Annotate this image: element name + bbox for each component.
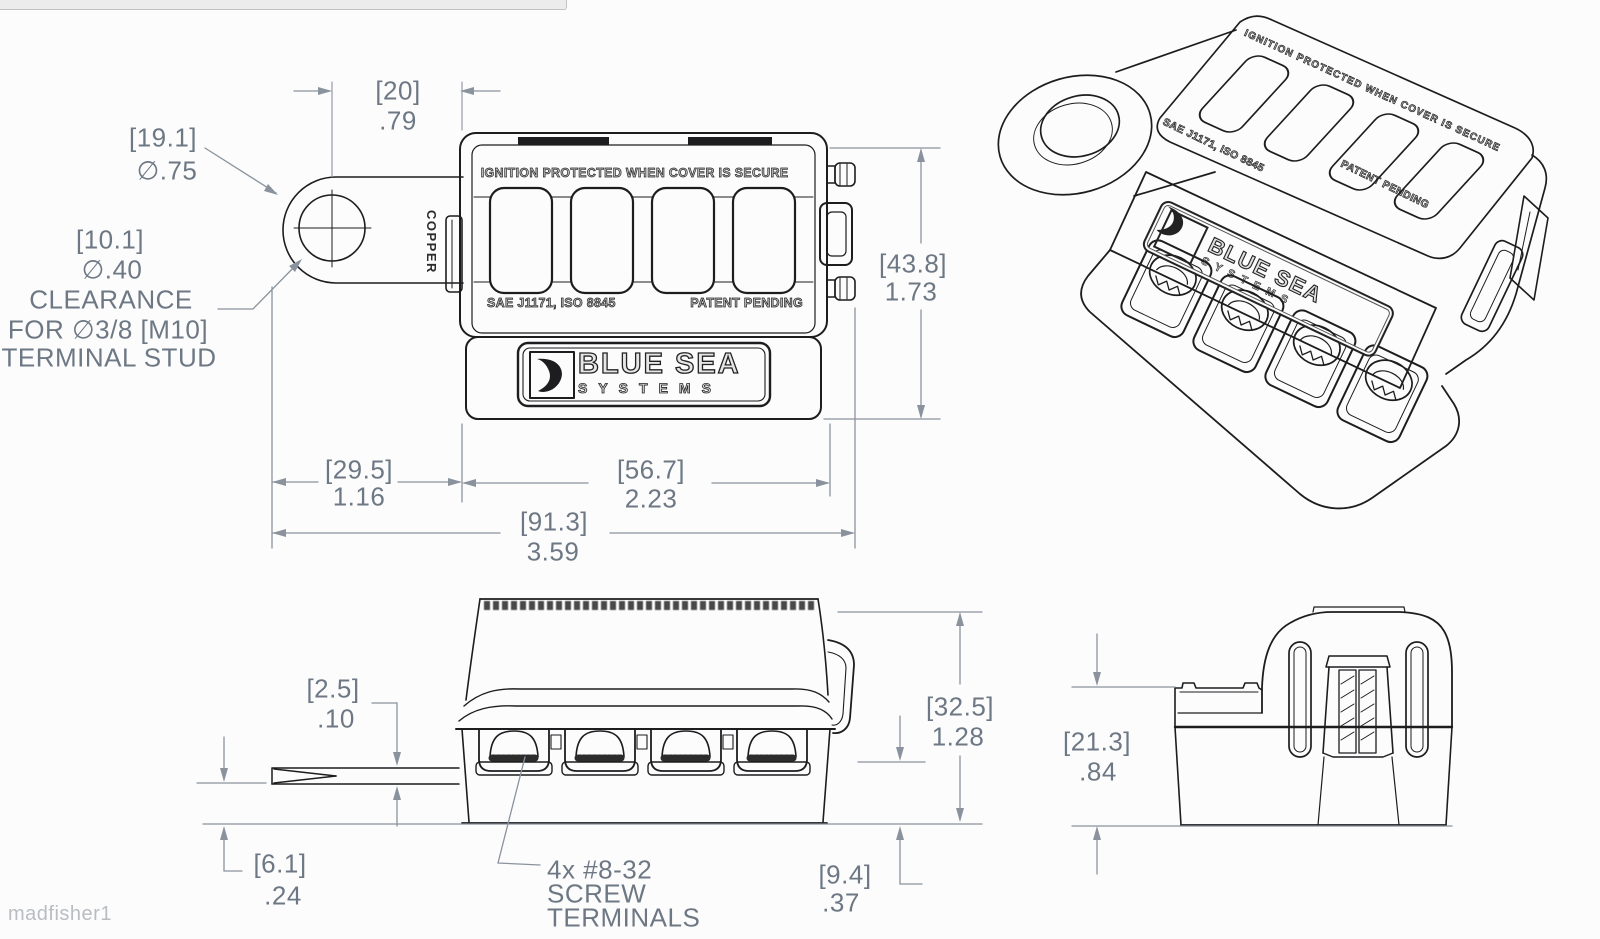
dim-strip-bottom-in: .24 (264, 880, 302, 911)
screw-terminal-3 (647, 728, 725, 776)
molded-text-bar (688, 137, 772, 145)
dim-hole-note2: FOR ∅3/8 [M10] (7, 314, 209, 345)
dim-overall-len-mm: [91.3] (519, 506, 589, 537)
dim-overall-height-in: 1.28 (931, 721, 985, 752)
dim-height-mm: [43.8] (878, 248, 948, 279)
dim-overall-height-mm: [32.5] (925, 691, 995, 722)
base-iso (1080, 249, 1461, 510)
latch-slot-iso (1460, 239, 1524, 333)
fuse-window-3 (650, 186, 716, 295)
brand-label-iso: BLUE SEA SYSTEMS (1139, 198, 1397, 360)
dim-tab-dia-in: ∅.75 (136, 155, 198, 186)
cover-warning-text: IGNITION PROTECTED WHEN COVER IS SECURE (480, 165, 789, 181)
fuse-window-iso-1 (1198, 55, 1290, 133)
fuse-base (465, 336, 822, 420)
dim-strip-bottom-mm: [6.1] (253, 848, 307, 879)
dim-strip-top-mm: [9.4] (818, 859, 872, 890)
terminal-note-line1: 4x #8-32 (547, 854, 653, 885)
dim-base-height-mm: [21.3] (1062, 726, 1132, 757)
wave-logo-icon (529, 351, 575, 399)
screw-terminal-iso-1 (1120, 239, 1213, 339)
cover-slot-left (1288, 641, 1312, 758)
terminal-tab (282, 176, 464, 284)
fuse-window-4 (731, 186, 797, 295)
screw-terminal-iso-4 (1336, 344, 1429, 444)
watermark-text: madfisher1 (8, 903, 112, 925)
dim-tab-dia-mm: [19.1] (128, 122, 198, 153)
fuse-window-1 (488, 186, 554, 295)
dim-tab-len-mm: [29.5] (324, 454, 394, 485)
screw-terminal-iso-3 (1264, 309, 1357, 409)
dim-body-len-in: 2.23 (624, 483, 678, 514)
brand-line1: BLUE SEA (577, 348, 741, 380)
dim-hole-note3: TERMINAL STUD (1, 342, 217, 373)
fuse-window-iso-4 (1393, 142, 1485, 220)
cover-latch-right (819, 202, 853, 266)
dim-strip-thick-mm: [2.5] (306, 673, 360, 704)
dim-stud-offset-in: .79 (379, 105, 417, 136)
screw-terminal-1 (475, 728, 553, 776)
brand-label-front: BLUE SEA SYSTEMS (577, 348, 741, 396)
dim-hole-note1: CLEARANCE (29, 284, 193, 315)
fuse-window-iso-3 (1328, 113, 1420, 191)
brand-label-plate (516, 341, 772, 408)
cover-top-face (1156, 15, 1534, 260)
terminal-note-line2: SCREW (547, 878, 647, 909)
wave-logo-icon-iso (1152, 206, 1209, 266)
center-latch (1322, 655, 1394, 758)
dim-strip-top-in: .37 (822, 887, 860, 918)
cover-latch-side (827, 639, 855, 734)
dim-stud-offset-mm: [20] (375, 75, 421, 106)
fuse-window-2 (569, 186, 635, 295)
end-view (1173, 606, 1454, 826)
screw-terminal-4 (733, 728, 811, 776)
dim-tab-len-in: 1.16 (332, 481, 386, 512)
cover-front-band (1109, 171, 1437, 389)
dim-hole-mm: [10.1] (75, 224, 145, 255)
terminal-note-line3: TERMINALS (547, 902, 701, 933)
dim-base-height-in: .84 (1079, 756, 1117, 787)
brand-line2: SYSTEMS (578, 380, 722, 396)
window-edge-bar (0, 0, 567, 10)
dimension-linework (196, 81, 1453, 885)
latch-flap-iso (1509, 195, 1549, 301)
screw-terminal-iso-2 (1192, 274, 1285, 374)
copper-bus-strip (271, 767, 460, 785)
dim-body-len-mm: [56.7] (616, 454, 686, 485)
fuse-window-iso-2 (1263, 84, 1355, 162)
copper-label: COPPER (424, 210, 439, 274)
cert-text: SAE J1171, ISO 8845 (487, 296, 616, 311)
cover-latch-left (445, 215, 463, 293)
dim-hole-in: ∅.40 (81, 254, 143, 285)
side-view (271, 598, 855, 824)
front-view (282, 132, 856, 420)
molded-text-bar (518, 137, 609, 145)
dim-height-in: 1.73 (884, 276, 938, 307)
molded-edge-text (484, 601, 814, 610)
isometric-view (997, 15, 1549, 510)
terminal-stud-bottom (826, 276, 856, 301)
screw-terminal-2 (561, 728, 639, 776)
dim-overall-len-in: 3.59 (526, 536, 580, 567)
dim-strip-thick-in: .10 (317, 703, 355, 734)
cover-slot-right (1405, 641, 1429, 758)
terminal-stud-top (826, 162, 856, 187)
terminal-tab-iso (997, 74, 1153, 196)
patent-text: PATENT PENDING (690, 296, 803, 311)
